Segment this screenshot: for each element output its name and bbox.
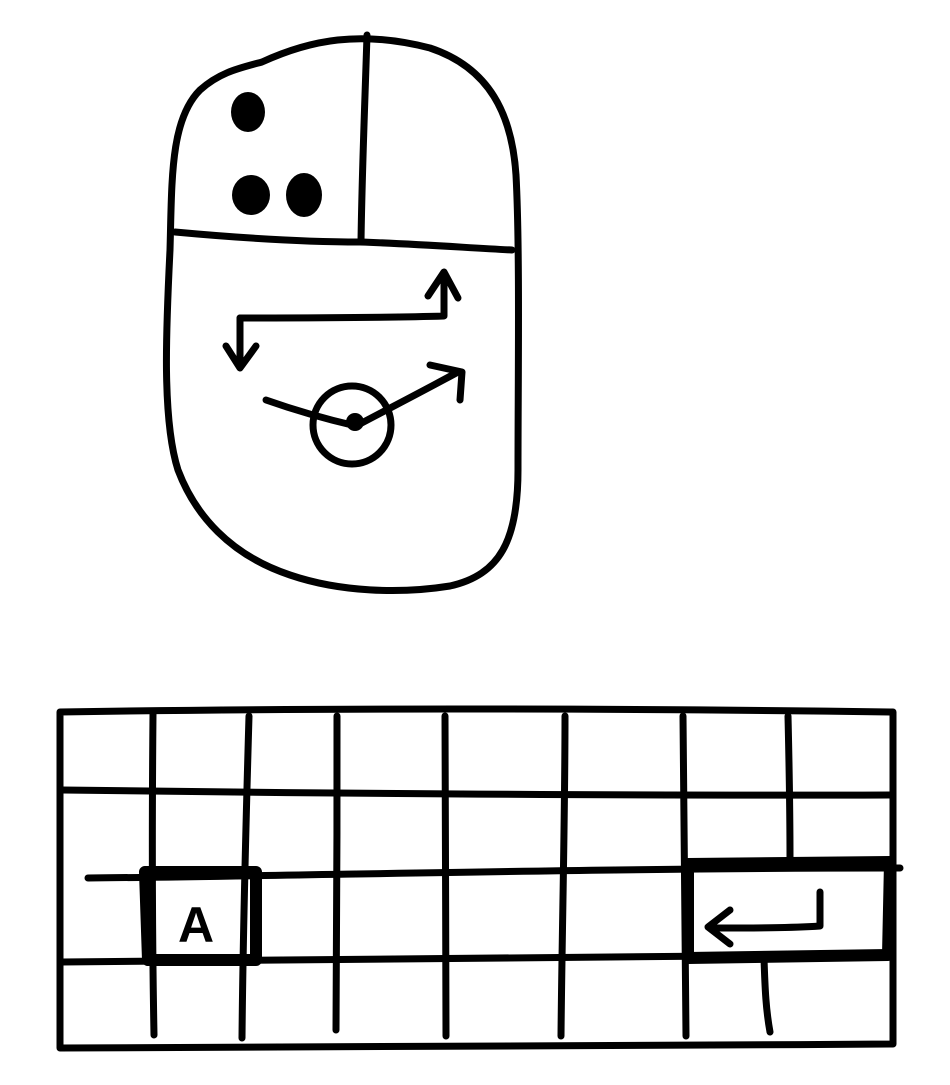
dot (232, 175, 270, 215)
grid-row-line (58, 786, 894, 799)
mouse-button-split (357, 31, 371, 246)
key-a-label: A (178, 897, 214, 953)
mouse-button-divider (171, 228, 516, 254)
key-enter (682, 856, 896, 964)
grid-col-line (760, 954, 774, 1036)
rotate-icon (262, 361, 466, 468)
key-a: A (139, 866, 262, 966)
pan-arrow-icon (222, 268, 462, 372)
grid-col-line (557, 712, 569, 1040)
mouse-drawing (162, 31, 522, 595)
grid-col-line (441, 712, 450, 1040)
grid-col-line (784, 712, 794, 864)
dot (231, 92, 265, 132)
keyboard-grid: A (56, 705, 904, 1052)
dot (286, 173, 322, 217)
grid-col-line (332, 712, 341, 1034)
enter-arrow-icon (704, 888, 824, 948)
three-dots-icon (231, 92, 322, 217)
mouse-body-outline (162, 35, 522, 595)
keyboard-frame (56, 705, 897, 1052)
